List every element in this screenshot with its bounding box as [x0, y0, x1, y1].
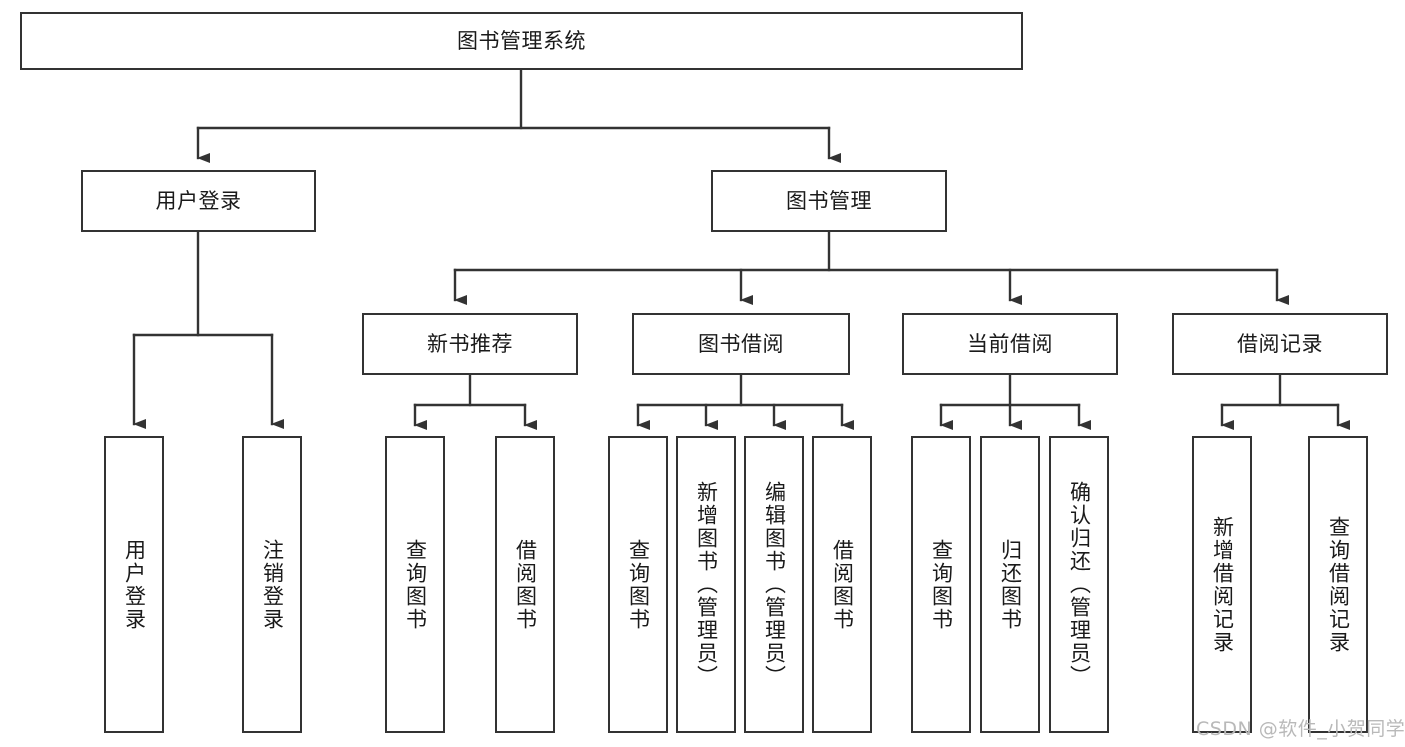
- leaf-recommend-borrow-book[interactable]: 借阅图书: [495, 436, 555, 733]
- node-new-book-recommend-label: 新书推荐: [427, 331, 513, 356]
- node-book-borrow[interactable]: 图书借阅: [632, 313, 850, 375]
- leaf-current-confirm-return-admin[interactable]: 确认归还（管理员）: [1049, 436, 1109, 733]
- leaf-borrow-borrow-book[interactable]: 借阅图书: [812, 436, 872, 733]
- leaf-user-logout[interactable]: 注销登录: [242, 436, 302, 733]
- leaf-borrow-edit-book-admin[interactable]: 编辑图书（管理员）: [744, 436, 804, 733]
- leaf-user-login[interactable]: 用户登录: [104, 436, 164, 733]
- leaf-recommend-borrow-book-label: 借阅图书: [513, 538, 538, 631]
- node-user-login[interactable]: 用户登录: [81, 170, 316, 232]
- leaf-current-confirm-return-admin-label: 确认归还（管理员）: [1067, 481, 1092, 688]
- leaf-user-login-label: 用户登录: [122, 538, 147, 631]
- leaf-borrow-query-book-label: 查询图书: [626, 538, 651, 631]
- node-book-management-label: 图书管理: [786, 188, 872, 213]
- node-current-borrow[interactable]: 当前借阅: [902, 313, 1118, 375]
- node-borrow-record[interactable]: 借阅记录: [1172, 313, 1388, 375]
- node-user-login-label: 用户登录: [155, 188, 242, 213]
- leaf-record-query-record-label: 查询借阅记录: [1326, 515, 1351, 654]
- leaf-borrow-query-book[interactable]: 查询图书: [608, 436, 668, 733]
- node-new-book-recommend[interactable]: 新书推荐: [362, 313, 578, 375]
- leaf-record-query-record[interactable]: 查询借阅记录: [1308, 436, 1368, 733]
- leaf-recommend-query-book[interactable]: 查询图书: [385, 436, 445, 733]
- node-root[interactable]: 图书管理系统: [20, 12, 1023, 70]
- leaf-record-add-record-label: 新增借阅记录: [1210, 515, 1235, 654]
- leaf-current-query-book-label: 查询图书: [929, 538, 954, 631]
- leaf-user-logout-label: 注销登录: [260, 538, 285, 631]
- leaf-recommend-query-book-label: 查询图书: [403, 538, 428, 631]
- leaf-borrow-add-book-admin[interactable]: 新增图书（管理员）: [676, 436, 736, 733]
- node-current-borrow-label: 当前借阅: [967, 331, 1053, 356]
- leaf-current-return-book[interactable]: 归还图书: [980, 436, 1040, 733]
- leaf-current-query-book[interactable]: 查询图书: [911, 436, 971, 733]
- node-borrow-record-label: 借阅记录: [1237, 331, 1323, 356]
- leaf-borrow-edit-book-admin-label: 编辑图书（管理员）: [762, 481, 787, 688]
- leaf-current-return-book-label: 归还图书: [998, 538, 1023, 631]
- leaf-borrow-add-book-admin-label: 新增图书（管理员）: [694, 481, 719, 688]
- csdn-watermark: CSDN @软件_小贺同学: [1196, 718, 1405, 740]
- node-root-label: 图书管理系统: [457, 28, 586, 53]
- leaf-record-add-record[interactable]: 新增借阅记录: [1192, 436, 1252, 733]
- node-book-borrow-label: 图书借阅: [698, 331, 784, 356]
- leaf-borrow-borrow-book-label: 借阅图书: [830, 538, 855, 631]
- node-book-management[interactable]: 图书管理: [711, 170, 947, 232]
